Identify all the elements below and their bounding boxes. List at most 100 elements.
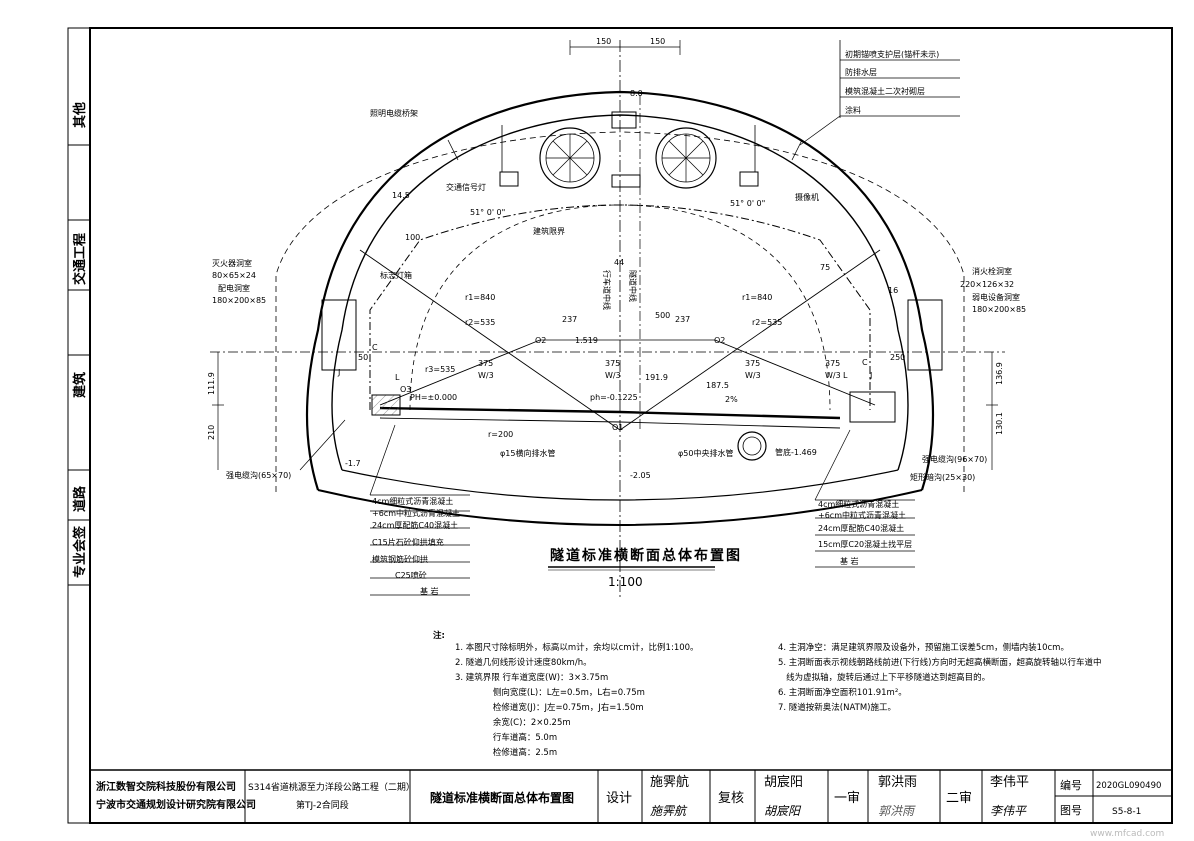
radius-line-left xyxy=(359,249,621,431)
label-c-right: C xyxy=(862,358,868,367)
first-review-name: 郭洪雨 xyxy=(878,774,917,790)
right-curb xyxy=(849,391,896,423)
label-d237a: 237 xyxy=(562,315,577,324)
label-elev-m205: -2.05 xyxy=(630,471,651,480)
label-r1-right: r1=840 xyxy=(742,293,772,302)
note-left-5: 余宽(C)：2×0.25m xyxy=(455,717,571,728)
construction-line-left xyxy=(275,131,621,492)
label-d375c: 375 xyxy=(745,359,760,368)
label-cable-right: 强电缆沟(96×70) xyxy=(922,454,987,464)
note-left-2: 3. 建筑界限 行车道宽度(W)：3×3.75m xyxy=(455,672,608,683)
review-signature: 胡宸阳 xyxy=(764,804,802,818)
pave-left-4: 模筑钢筋砼仰拱 xyxy=(372,554,428,564)
label-ph0: PH=±0.000 xyxy=(410,393,457,402)
radius-line-right-low xyxy=(714,339,876,406)
design-name: 施霁航 xyxy=(650,774,689,790)
label-camera: 摄像机 xyxy=(795,192,819,202)
sheet-frame xyxy=(89,27,1173,824)
radius-line-right xyxy=(619,249,881,431)
label-r1-left: r1=840 xyxy=(465,293,495,302)
note-right-3: 6. 主洞断面净空面积101.91m²。 xyxy=(778,687,907,698)
label-arch-angle-right: 51° 0' 0" xyxy=(730,199,765,208)
label-d16: 16 xyxy=(888,286,898,295)
figure-label: 图号 xyxy=(1060,804,1082,817)
label-d14: 14.5 xyxy=(392,191,410,200)
layer-legend: 初期锚喷支护层(锚杆未示) 防排水层 模筑混凝土二次衬砌层 涂料 xyxy=(799,40,960,146)
note-left-0: 1. 本图尺寸除标明外，标高以m计，余均以cm计，比例1:100。 xyxy=(455,642,699,653)
signal-light-center xyxy=(611,174,641,188)
legend-item-waterproof: 防排水层 xyxy=(845,67,877,77)
label-d210: 210 xyxy=(207,425,216,440)
watermark: www.mfcad.com xyxy=(1090,829,1164,839)
label-cable-left: 强电缆沟(65×70) xyxy=(226,470,291,480)
label-tunnel-center: 隧道中线 xyxy=(628,270,638,302)
label-d44: 44 xyxy=(614,258,624,267)
note-left-1: 2. 隧道几何线形设计速度80km/h。 xyxy=(455,657,592,668)
jet-fan-right xyxy=(655,127,717,189)
label-elev-1519: 1.519 xyxy=(575,336,598,345)
label-fire-niche-right-title: 消火栓洞室 xyxy=(972,266,1012,276)
note-right-4: 7. 隧道按新奥法(NATM)施工。 xyxy=(778,702,896,713)
drawing-title: 隧道标准横断面总体布置图 xyxy=(550,547,742,564)
signal-light-left xyxy=(499,171,519,187)
pave-right-4: 基 岩 xyxy=(840,556,859,566)
label-lane-center: 行车道中线 xyxy=(602,270,612,310)
construction-line-right xyxy=(619,131,965,492)
number-value: 2020GL090490 xyxy=(1096,781,1161,791)
label-d375d: 375 xyxy=(825,359,840,368)
label-clearance: 建筑限界 xyxy=(533,226,565,236)
pavement-table-left: 4cm细粒式沥青混凝土 +6cm中粒式沥青混凝土 24cm厚配筋C40混凝土 C… xyxy=(370,494,470,596)
pave-right-3: 15cm厚C20混凝土找平层 xyxy=(818,539,912,549)
label-elev-m17: -1.7 xyxy=(345,459,361,468)
label-elev-m1469: 管底-1.469 xyxy=(775,447,817,457)
note-left-6: 行车道高：5.0m xyxy=(455,732,557,743)
legend-item-lining: 模筑混凝土二次衬砌层 xyxy=(845,86,925,96)
label-d1919: 191.9 xyxy=(645,373,668,382)
first-review-signature: 郭洪雨 xyxy=(878,804,916,818)
signal-light-right xyxy=(739,171,759,187)
label-j-left: J xyxy=(337,368,340,377)
label-w3b: W/3 xyxy=(605,371,621,380)
label-j-right: J xyxy=(869,371,872,380)
label-ph: ph=-0.1225 xyxy=(590,393,638,402)
label-o1: O1 xyxy=(612,423,623,432)
label-power-niche-right-title: 弱电设备洞室 xyxy=(972,292,1020,302)
stamp-traffic: 交通工程 xyxy=(72,233,88,285)
cable-tray xyxy=(611,111,637,129)
company-1: 浙江数智交院科技股份有限公司 xyxy=(96,780,236,793)
stamp-architecture: 建筑 xyxy=(72,372,88,398)
pave-right-2: 24cm厚配筋C40混凝土 xyxy=(818,523,904,533)
stamp-signoff: 专业会签 xyxy=(72,525,88,578)
label-lighting-tray: 照明电缆桥架 xyxy=(370,108,418,118)
label-w3a: W/3 xyxy=(478,371,494,380)
label-fire-niche-right-size: 220×126×32 xyxy=(960,280,1014,289)
central-drain-pipe xyxy=(737,431,767,461)
label-d1369: 136.9 xyxy=(995,362,1004,385)
review-label: 复核 xyxy=(718,791,744,806)
label-sign-light: 标志灯箱 xyxy=(380,270,412,280)
label-d50: 50 xyxy=(358,353,368,362)
drawing-scale: 1:100 xyxy=(608,575,643,589)
second-review-name: 李伟平 xyxy=(990,775,1029,790)
label-rect-ditch: 矩形暗沟(25×30) xyxy=(910,472,975,482)
pave-left-0: 4cm细粒式沥青混凝土 xyxy=(372,496,453,506)
road-surface xyxy=(379,406,841,420)
number-label: 编号 xyxy=(1060,778,1082,792)
label-d237b: 237 xyxy=(675,315,690,324)
title-block: 浙江数智交院科技股份有限公司 宁波市交通规划设计研究院有限公司 S314省道桃源… xyxy=(90,769,1172,823)
design-signature: 施霁航 xyxy=(650,804,688,818)
label-d375b: 375 xyxy=(605,359,620,368)
label-power-niche-left-title: 配电洞室 xyxy=(218,283,250,293)
pave-left-3: C15片石砼仰拱填充 xyxy=(372,537,444,547)
legend-item-support: 初期锚喷支护层(锚杆未示) xyxy=(845,49,939,59)
tunnel-section xyxy=(210,40,1005,600)
figure-value: S5-8-1 xyxy=(1112,807,1141,817)
project-name: S314省道桃源至力洋段公路工程（二期） xyxy=(248,781,415,793)
label-power-niche-left-size: 180×200×85 xyxy=(212,296,266,305)
label-drain-cross: φ15横向排水管 xyxy=(500,448,555,458)
note-right-0: 4. 主洞净空：满足建筑界限及设备外，预留施工误差5cm，侧墙内装10cm。 xyxy=(778,642,1069,653)
left-curb xyxy=(371,394,401,416)
note-left-3: 侧向宽度(L)：L左=0.5m，L右=0.75m xyxy=(455,687,645,698)
label-slope: 2% xyxy=(725,395,738,404)
